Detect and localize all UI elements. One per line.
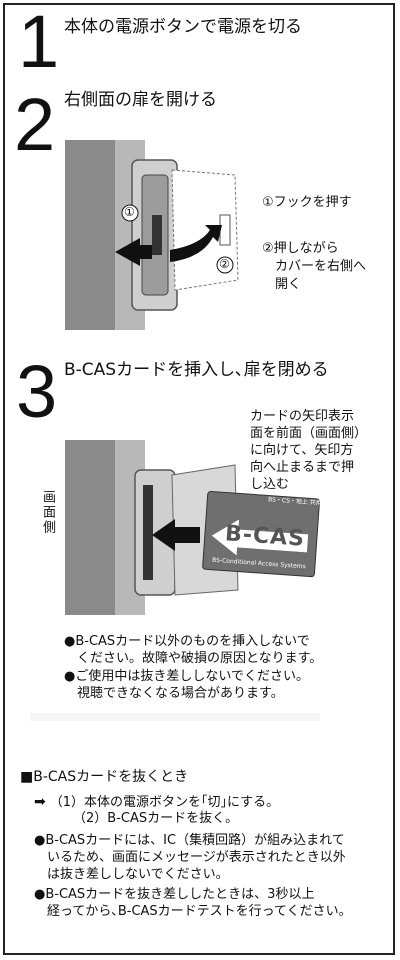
- marker-2: ②: [219, 257, 230, 271]
- callout-1: ①フックを押す: [262, 195, 352, 210]
- removal-step-1: （1）本体の電源ボタンを｢切｣にする。: [49, 795, 280, 810]
- removal-note-3: は抜き差ししないでください。: [34, 867, 229, 882]
- marker-1: ①: [124, 205, 135, 219]
- instruction-line-2: 面を前面（画面側）: [250, 426, 368, 441]
- right-arrow-icon: ➡: [34, 794, 46, 810]
- step-3-title: B-CASカードを挿入し､扉を閉める: [64, 360, 329, 380]
- callout-2-line-1: ②押しながら: [262, 241, 339, 256]
- step-3-number: 3: [16, 350, 58, 433]
- step-2-title: 右側面の扉を開ける: [64, 90, 217, 110]
- callout-2-line-2: カバーを右側へ: [262, 259, 367, 274]
- removal-note-2: いるため、画面にメッセージが表示されたとき以外: [34, 850, 346, 865]
- step-1-number: 1: [18, 0, 60, 83]
- removal-heading: ■B-CASカードを抜くとき: [20, 769, 189, 785]
- note-line-1: ●B-CASカード以外のものを挿入しないで: [64, 634, 310, 649]
- callout-2-line-3: 開く: [262, 277, 302, 292]
- faded-divider: [30, 713, 320, 721]
- step-1-title: 本体の電源ボタンで電源を切る: [64, 17, 302, 37]
- instruction-line-4: 向へ止まるまで押: [250, 460, 355, 475]
- removal-step-2: （2）B-CASカードを抜く。: [73, 811, 239, 826]
- note-line-4: 視聴できなくなる場合があります。: [64, 686, 284, 701]
- card-logo: B-CAS: [224, 521, 306, 552]
- instruction-line-1: カードの矢印表示: [250, 409, 355, 424]
- instruction-line-3: に向けて、矢印方: [250, 443, 354, 458]
- removal-note-1: ●B-CASカードには、IC（集積回路）が組み込まれて: [34, 833, 345, 848]
- removal-note-5: 経ってから､B-CASカードテストを行ってください。: [34, 904, 352, 919]
- removal-note-4: ●B-CASカードを抜き差ししたときは、3秒以上: [34, 887, 315, 902]
- instruction-line-5: し込む: [250, 477, 290, 492]
- screen-side-label: 画面側: [40, 490, 55, 535]
- note-line-3: ●ご使用中は抜き差ししないでください。: [64, 669, 309, 684]
- step-2-number: 2: [14, 83, 56, 166]
- step-3-illustration: [65, 440, 320, 615]
- page-border: [3, 3, 395, 955]
- step-2-illustration: [65, 140, 239, 330]
- note-line-2: ください。故障や破損の原因となります。: [64, 651, 323, 666]
